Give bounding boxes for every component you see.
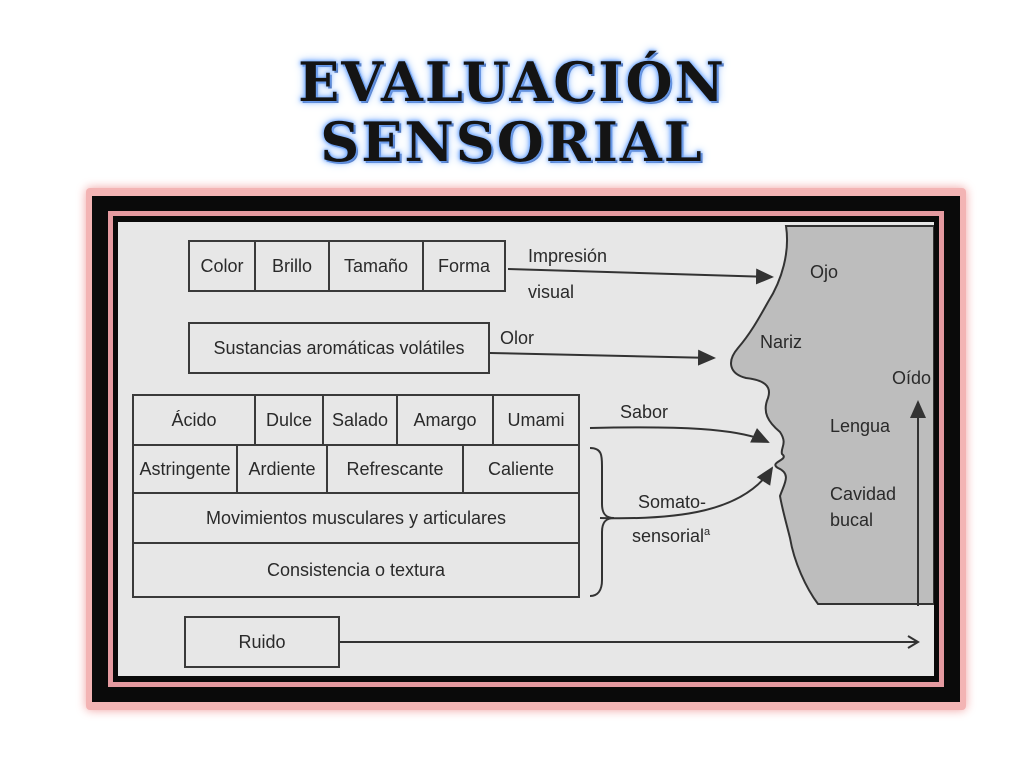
box-salado: Salado [322,394,398,446]
label-cavidad: Cavidad [830,484,897,504]
box-caliente: Caliente [462,444,580,494]
brace [589,447,615,597]
diagram-lines [340,225,934,649]
label-oido: Oído [892,368,932,388]
label-sabor: Sabor [620,402,669,422]
diagram-image: Color Brillo Tamaño Forma Impresión visu… [118,222,934,676]
title-line-1: EVALUACIÓN [298,50,726,114]
arrow-olor [489,349,716,366]
box-acido: Ácido [132,394,256,446]
title-line-2: SENSORIAL [320,110,704,174]
label-visual: visual [528,282,575,302]
box-forma: Forma [422,240,506,292]
face-silhouette [730,225,934,605]
box-refrescante: Refrescante [326,444,464,494]
box-dulce: Dulce [254,394,324,446]
box-tamano: Tamaño [328,240,424,292]
label-sensorial-sup: a [704,526,711,538]
arrow-sabor [589,426,770,443]
box-umami: Umami [492,394,580,446]
box-amargo: Amargo [396,394,494,446]
label-lengua: Lengua [830,416,891,436]
arrow-visual [507,268,774,285]
box-ruido: Ruido [184,616,340,668]
label-sensorial: sensoriala [632,526,710,547]
label-sensorial-text: sensorial [632,526,705,546]
box-ardiente: Ardiente [236,444,328,494]
box-astringente: Astringente [132,444,238,494]
label-nariz: Nariz [760,332,803,352]
label-impresion: Impresión [528,246,608,266]
label-olor: Olor [500,328,535,348]
box-movimientos: Movimientos musculares y articulares [132,492,580,544]
box-color: Color [188,240,256,292]
label-bucal: bucal [830,510,874,530]
arrow-somatosensorial [599,466,774,520]
label-somato: Somato- [638,492,707,512]
box-brillo: Brillo [254,240,330,292]
box-consistencia: Consistencia o textura [132,542,580,598]
box-volatiles: Sustancias aromáticas volátiles [188,322,490,374]
label-ojo: Ojo [810,262,839,282]
ruido-line-end [907,635,920,649]
